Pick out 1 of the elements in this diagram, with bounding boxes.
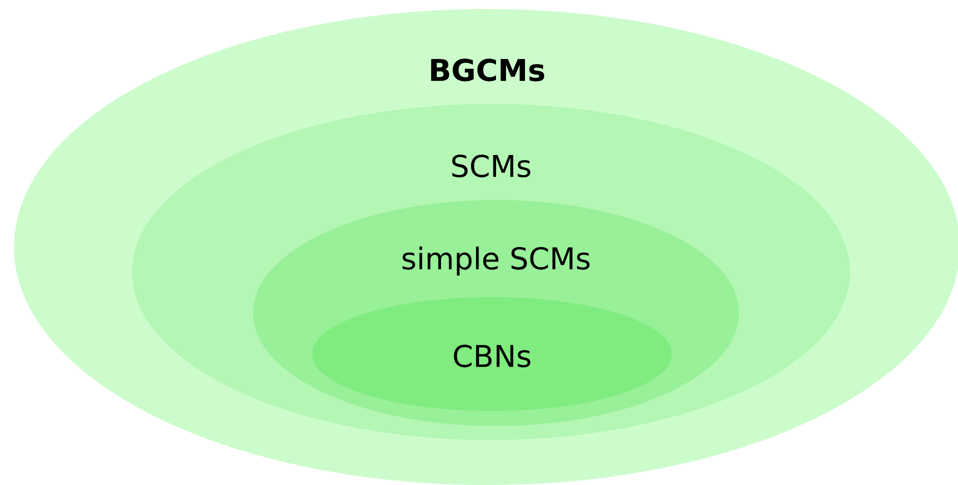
ellipse-region: CBNs xyxy=(312,297,672,411)
